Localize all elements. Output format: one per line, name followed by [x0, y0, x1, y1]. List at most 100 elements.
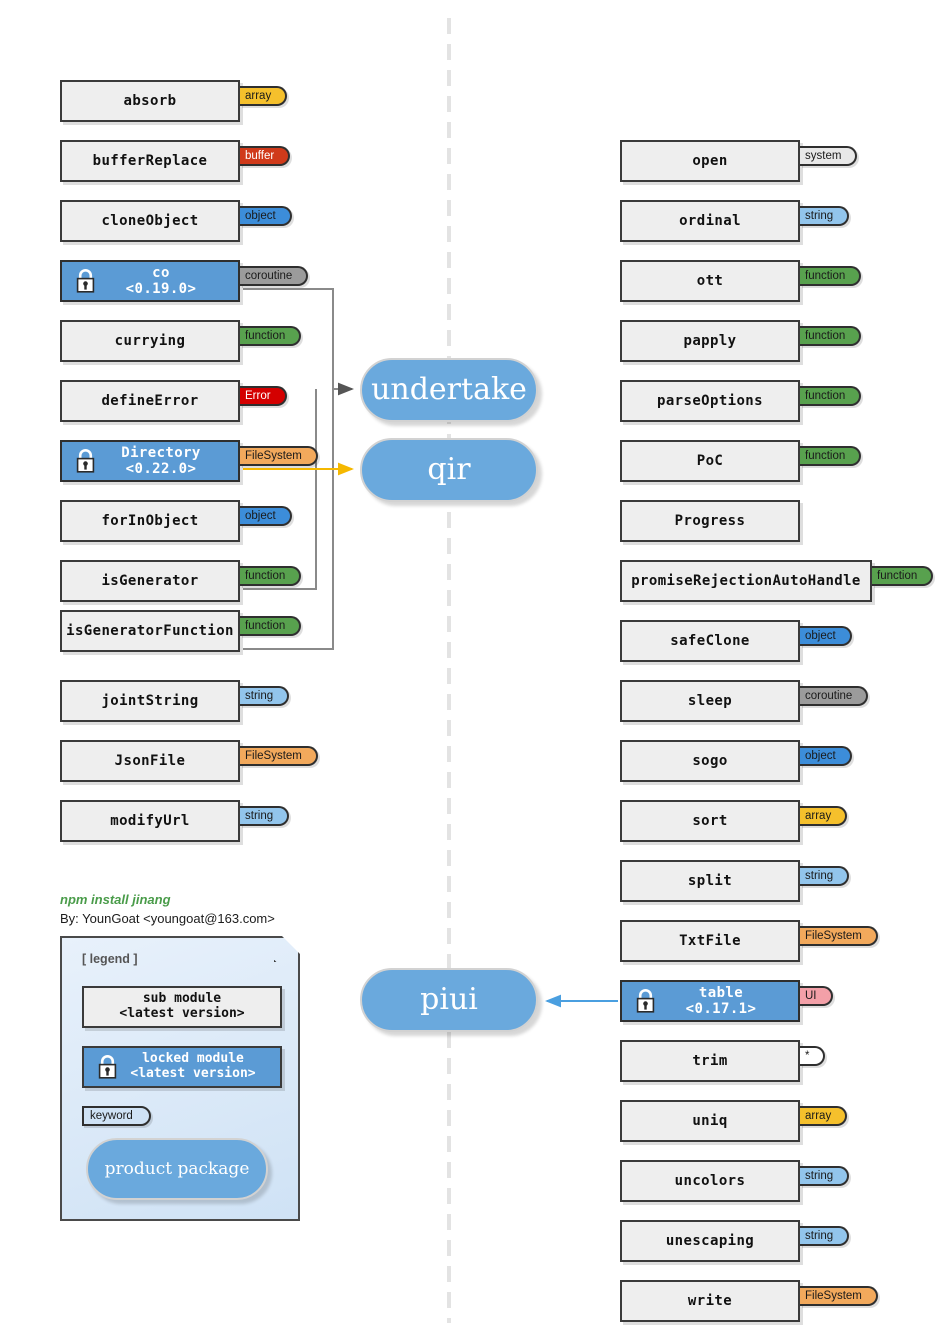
legend-sub-module: sub module <latest version> [82, 986, 282, 1028]
module-box[interactable]: forInObject [60, 500, 240, 542]
module-name: cloneObject [101, 212, 199, 229]
keyword-tag[interactable]: function [800, 266, 862, 286]
module-box[interactable]: ott [620, 260, 800, 302]
legend-product-package: product package [86, 1138, 268, 1200]
legend-note: [ legend ] sub module <latest version> l… [60, 936, 300, 1221]
keyword-tag[interactable]: function [240, 566, 302, 586]
module-box[interactable]: Directory <0.22.0> [60, 440, 240, 482]
module-name: co <0.19.0> [125, 264, 197, 297]
module-box[interactable]: split [620, 860, 800, 902]
module-box[interactable]: bufferReplace [60, 140, 240, 182]
author-text: By: YounGoat <youngoat@163.com> [60, 911, 275, 926]
keyword-label: system [805, 150, 842, 162]
keyword-tag[interactable]: string [800, 1166, 850, 1186]
keyword-tag[interactable]: FileSystem [800, 926, 878, 946]
keyword-label: function [245, 570, 286, 582]
keyword-tag[interactable]: object [800, 626, 852, 646]
product-package[interactable]: undertake [360, 358, 538, 422]
module-box[interactable]: cloneObject [60, 200, 240, 242]
module-box[interactable]: promiseRejectionAutoHandle [620, 560, 872, 602]
module-name: promiseRejectionAutoHandle [631, 572, 861, 589]
module-box[interactable]: isGenerator [60, 560, 240, 602]
keyword-label: buffer [245, 150, 275, 162]
module-box[interactable]: write [620, 1280, 800, 1322]
keyword-label: string [245, 810, 274, 822]
keyword-tag[interactable]: array [800, 806, 848, 826]
keyword-tag[interactable]: function [240, 616, 302, 636]
keyword-tag[interactable]: array [240, 86, 288, 106]
keyword-label: object [245, 210, 276, 222]
module-box[interactable]: parseOptions [620, 380, 800, 422]
module-box[interactable]: ordinal [620, 200, 800, 242]
keyword-tag[interactable]: * [800, 1046, 826, 1066]
keyword-label: array [245, 90, 272, 102]
module-box[interactable]: modifyUrl [60, 800, 240, 842]
module-box[interactable]: sleep [620, 680, 800, 722]
keyword-tag[interactable]: function [800, 386, 862, 406]
keyword-label: coroutine [245, 270, 293, 282]
module-name: Progress [674, 512, 746, 529]
module-box[interactable]: TxtFile [620, 920, 800, 962]
legend-keyword-tag: keyword [82, 1106, 151, 1126]
module-box[interactable]: uniq [620, 1100, 800, 1142]
module-name: unescaping [665, 1232, 755, 1249]
keyword-tag[interactable]: array [800, 1106, 848, 1126]
keyword-tag[interactable]: string [240, 686, 290, 706]
module-name: papply [683, 332, 737, 349]
module-name: bufferReplace [92, 152, 208, 169]
keyword-tag[interactable]: string [240, 806, 290, 826]
legend-locked-module: locked module <latest version> [82, 1046, 282, 1088]
module-name: trim [692, 1052, 728, 1069]
module-box[interactable]: table <0.17.1> [620, 980, 800, 1022]
keyword-label: Error [245, 390, 271, 402]
module-name: forInObject [101, 512, 199, 529]
keyword-tag[interactable]: string [800, 866, 850, 886]
module-box[interactable]: isGeneratorFunction [60, 610, 240, 652]
keyword-tag[interactable]: function [240, 326, 302, 346]
keyword-tag[interactable]: coroutine [240, 266, 309, 286]
keyword-tag[interactable]: system [800, 146, 858, 166]
module-box[interactable]: co <0.19.0> [60, 260, 240, 302]
module-box[interactable]: papply [620, 320, 800, 362]
lock-icon [76, 449, 95, 473]
module-box[interactable]: sogo [620, 740, 800, 782]
keyword-tag[interactable]: Error [240, 386, 287, 406]
product-package[interactable]: piui [360, 968, 538, 1032]
keyword-tag[interactable]: UI [800, 986, 833, 1006]
module-box[interactable]: uncolors [620, 1160, 800, 1202]
keyword-label: string [805, 1170, 834, 1182]
module-box[interactable]: JsonFile [60, 740, 240, 782]
keyword-label: array [805, 1110, 832, 1122]
keyword-tag[interactable]: function [800, 446, 862, 466]
keyword-tag[interactable]: FileSystem [240, 746, 318, 766]
module-box[interactable]: safeClone [620, 620, 800, 662]
keyword-tag[interactable]: object [240, 206, 292, 226]
module-box[interactable]: sort [620, 800, 800, 842]
keyword-tag[interactable]: FileSystem [800, 1286, 878, 1306]
keyword-tag[interactable]: buffer [240, 146, 291, 166]
module-box[interactable]: jointString [60, 680, 240, 722]
keyword-label: object [805, 630, 836, 642]
module-box[interactable]: currying [60, 320, 240, 362]
keyword-tag[interactable]: object [240, 506, 292, 526]
keyword-tag[interactable]: string [800, 206, 850, 226]
keyword-tag[interactable]: function [800, 326, 862, 346]
keyword-tag[interactable]: string [800, 1226, 850, 1246]
module-box[interactable]: unescaping [620, 1220, 800, 1262]
module-box[interactable]: PoC [620, 440, 800, 482]
legend-title: [ legend ] [82, 952, 138, 966]
keyword-tag[interactable]: object [800, 746, 852, 766]
module-box[interactable]: trim [620, 1040, 800, 1082]
keyword-tag[interactable]: function [872, 566, 934, 586]
module-name: table <0.17.1> [685, 984, 757, 1017]
keyword-tag[interactable]: coroutine [800, 686, 869, 706]
module-box[interactable]: open [620, 140, 800, 182]
module-box[interactable]: defineError [60, 380, 240, 422]
module-box[interactable]: absorb [60, 80, 240, 122]
keyword-label: function [245, 620, 286, 632]
product-package[interactable]: qir [360, 438, 538, 502]
keyword-tag[interactable]: FileSystem [240, 446, 318, 466]
module-box[interactable]: Progress [620, 500, 800, 542]
keyword-label: string [805, 870, 834, 882]
module-name: absorb [123, 92, 177, 109]
